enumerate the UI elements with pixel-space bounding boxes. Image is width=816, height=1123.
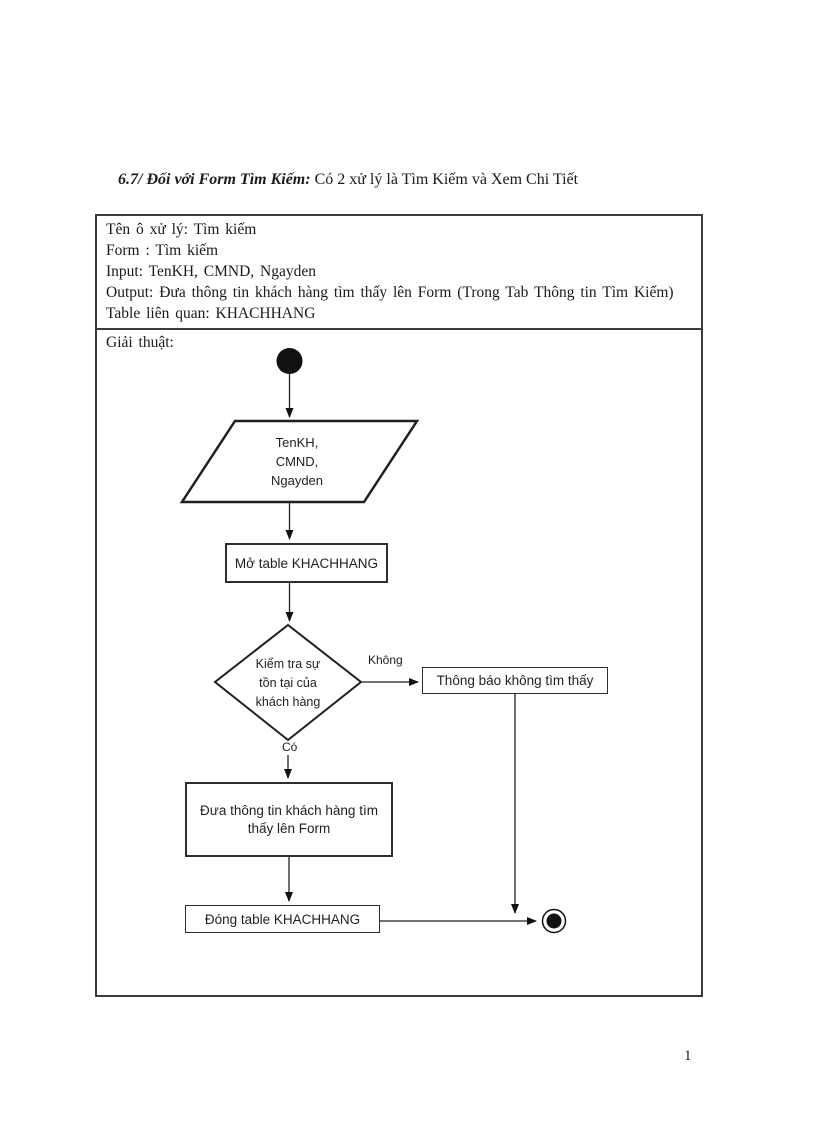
page-number: 1 [684, 1048, 692, 1064]
process-spec-header: Tên ô xử lý: Tìm kiếm Form : Tìm kiếm In… [97, 216, 701, 330]
section-heading-rest: Có 2 xử lý là Tìm Kiếm và Xem Chi Tiết [310, 171, 579, 188]
open-table-node: Mở table KHACHHANG [225, 543, 388, 583]
algorithm-label: Giải thuật: [106, 334, 174, 351]
decision-diamond [213, 623, 363, 742]
spec-line-input: Input: TenKH, CMND, Ngayden [106, 263, 316, 280]
process-spec-box: Tên ô xử lý: Tìm kiếm Form : Tìm kiếm In… [95, 214, 703, 997]
show-info-node: Đưa thông tin khách hàng tìm thấy lên Fo… [185, 782, 393, 857]
close-table-node: Đóng table KHACHHANG [185, 905, 380, 933]
spec-line-table: Table liên quan: KHACHHANG [106, 305, 316, 322]
end-node-inner [546, 913, 562, 929]
notify-not-found-node: Thông báo không tìm thấy [422, 667, 608, 694]
spec-line-form: Form : Tìm kiếm [106, 242, 219, 259]
input-parallelogram [179, 419, 420, 504]
branch-label-no: Không [368, 653, 403, 667]
start-node [276, 348, 303, 374]
section-heading: 6.7/ Đối với Form Tìm Kiếm: Có 2 xử lý l… [118, 171, 578, 189]
input-node-label: TenKH, CMND, Ngayden [270, 434, 324, 488]
branch-label-yes: Có [282, 740, 298, 754]
decision-node-label: Kiểm tra sự tồn tại của khách hàng [255, 657, 321, 709]
section-heading-lead: 6.7/ Đối với Form Tìm Kiếm: [118, 171, 311, 188]
spec-line-output: Output: Đưa thông tin khách hàng tìm thấ… [106, 284, 674, 301]
spec-line-name: Tên ô xử lý: Tìm kiếm [106, 221, 257, 238]
